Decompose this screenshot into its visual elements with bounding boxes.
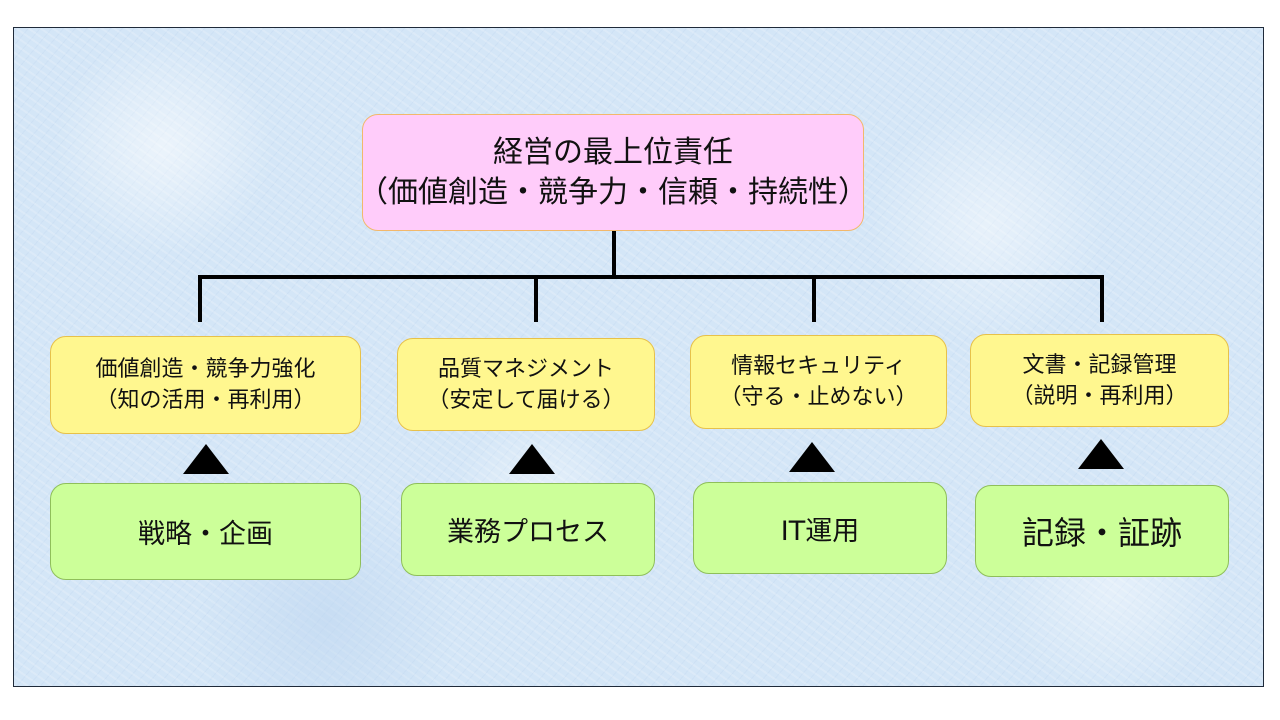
goal-box-subtitle: （説明・再利用）: [1011, 383, 1188, 409]
goal-box-subtitle: （守る・止めない）: [719, 385, 918, 410]
connector-trunk: [612, 231, 616, 279]
top-box-subtitle: （価値創造・競争力・信頼・持続性）: [358, 174, 868, 210]
goal-box-information-security: 情報セキュリティ （守る・止めない）: [690, 335, 947, 429]
connector-branch-3: [812, 275, 816, 322]
foundation-box-label: IT運用: [780, 515, 860, 547]
foundation-box-strategy: 戦略・企画: [50, 483, 361, 580]
foundation-box-business-process: 業務プロセス: [401, 483, 655, 576]
foundation-box-records-evidence: 記録・証跡: [975, 485, 1229, 577]
goal-box-quality-management: 品質マネジメント （安定して届ける）: [397, 338, 655, 431]
goal-box-subtitle: （安定して届ける）: [427, 387, 625, 413]
connector-branch-4: [1100, 275, 1104, 322]
up-arrow-triangle-icon: [789, 442, 835, 472]
slide-canvas: 経営の最上位責任 （価値創造・競争力・信頼・持続性） 価値創造・競争力強化 （知…: [13, 27, 1264, 687]
foundation-box-label: 記録・証跡: [1021, 514, 1182, 552]
goal-box-title: 文書・記録管理: [1022, 352, 1177, 378]
top-responsibility-box: 経営の最上位責任 （価値創造・競争力・信頼・持続性）: [358, 114, 868, 231]
goal-box-title: 情報セキュリティ: [731, 354, 906, 379]
connector-branch-1: [198, 275, 202, 322]
foundation-box-label: 業務プロセス: [447, 517, 609, 548]
connector-branch-2: [534, 275, 538, 322]
goal-box-document-records: 文書・記録管理 （説明・再利用）: [970, 334, 1229, 427]
up-arrow-triangle-icon: [509, 444, 555, 474]
top-box-title: 経営の最上位責任: [493, 134, 733, 170]
up-arrow-triangle-icon: [1078, 439, 1124, 469]
goal-box-subtitle: （知の活用・再利用）: [95, 388, 316, 413]
goal-box-title: 価値創造・競争力強化: [95, 357, 316, 382]
connector-horizontal-bar: [198, 275, 1104, 279]
up-arrow-triangle-icon: [183, 444, 229, 474]
foundation-box-label: 戦略・企画: [138, 519, 273, 550]
goal-box-value-creation: 価値創造・競争力強化 （知の活用・再利用）: [50, 336, 361, 434]
foundation-box-it-operations: IT運用: [693, 482, 947, 574]
goal-box-title: 品質マネジメント: [437, 356, 614, 382]
